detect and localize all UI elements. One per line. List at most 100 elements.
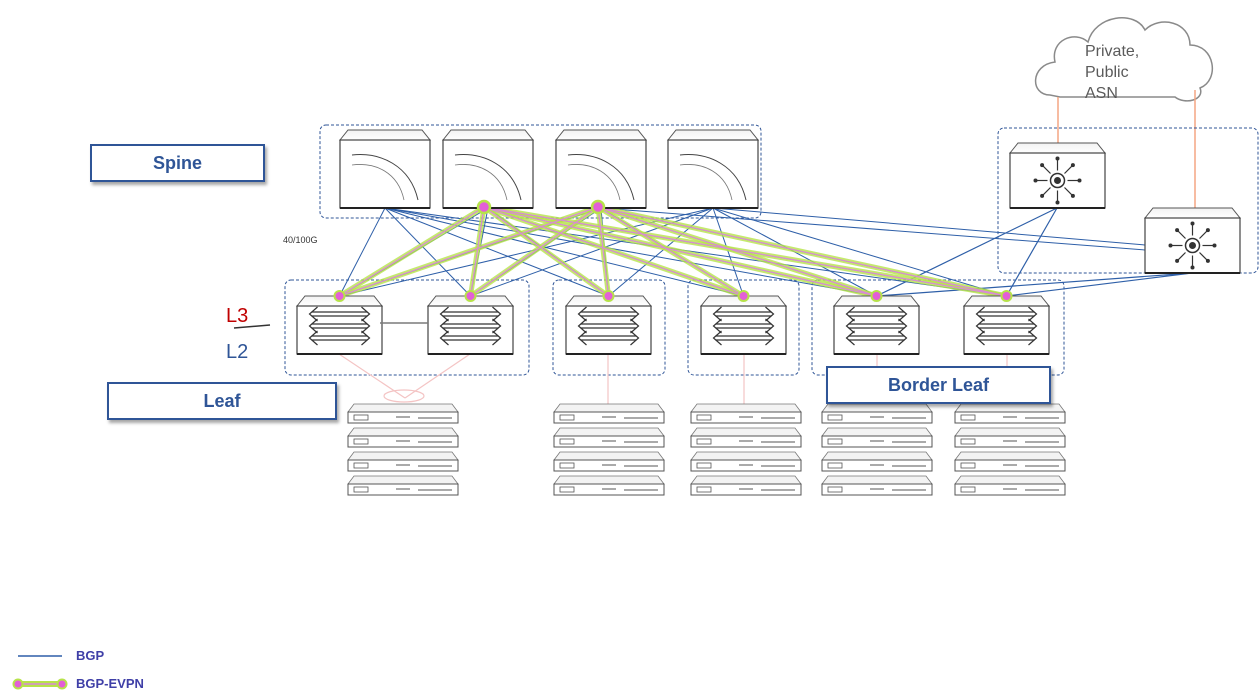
router-arrow-tip: [1190, 221, 1195, 226]
bgp-evpn-dot: [590, 199, 606, 215]
server-top: [690, 451, 802, 461]
server-top: [347, 451, 459, 461]
router-arrow-tip: [1070, 163, 1075, 168]
server-bay: [559, 486, 575, 493]
speed-label: 40/100G: [283, 235, 318, 245]
lag-ellipse: [383, 389, 425, 403]
arrow-head: [577, 318, 587, 334]
bgp-link: [1006, 272, 1193, 297]
server-top: [347, 475, 459, 485]
router-arrow-tip: [1055, 200, 1060, 205]
arrow-head: [630, 318, 640, 334]
box-body: [427, 305, 514, 355]
arrow-head: [845, 306, 855, 322]
box-body: [555, 139, 647, 209]
arrow-head: [712, 306, 722, 322]
box-body: [339, 139, 431, 209]
server-bay: [353, 486, 369, 493]
spine-arc: [454, 164, 508, 201]
router-core-dot: [1189, 242, 1196, 249]
box-body: [667, 139, 759, 209]
bgp-evpn-links: [337, 204, 1009, 299]
arrow-head: [898, 306, 908, 322]
bgp-link: [384, 207, 877, 297]
server-top: [690, 403, 802, 413]
bgp-link: [1005, 207, 1058, 297]
arrow-head: [308, 306, 318, 322]
bgp-evpn-link: [469, 206, 485, 297]
server-bay: [960, 462, 976, 469]
legend: [12, 655, 68, 690]
l3-label: L3: [226, 305, 248, 327]
bgp-evpn-dot: [333, 290, 346, 302]
server-bay: [696, 414, 712, 421]
bgp-evpn-link: [339, 206, 485, 297]
spine-arc: [454, 154, 522, 201]
spine-switch-icon: [666, 129, 760, 209]
router-core-dot: [1054, 177, 1061, 184]
spine-arc: [567, 154, 635, 201]
cloud-label-line-1: Private,: [1085, 43, 1139, 60]
arrow-head: [361, 306, 371, 322]
arrow-head: [308, 318, 318, 334]
server-top: [347, 403, 459, 413]
bgp-evpn-link: [597, 206, 877, 297]
box-top: [554, 129, 648, 141]
server-bay: [353, 462, 369, 469]
arrow-head: [765, 306, 775, 322]
router-arrow-tip: [1175, 258, 1180, 263]
leaf-switch-icon: [295, 295, 384, 355]
bgp-evpn-link: [470, 206, 599, 297]
router-arrow-tip: [1040, 193, 1045, 198]
server-bay: [559, 462, 575, 469]
bgp-evpn-endpoints: [333, 199, 1013, 302]
router-arrow-tip: [1205, 258, 1210, 263]
leaf-switch-icon: [426, 295, 515, 355]
box-top: [338, 129, 432, 141]
arrow-head: [439, 318, 449, 334]
external-links: [1057, 90, 1196, 208]
arrow-head: [712, 330, 722, 346]
cloud-label-line-2: Public: [1085, 64, 1129, 81]
router-icon: [1143, 207, 1242, 274]
arrow-head: [577, 330, 587, 346]
server-top: [553, 403, 665, 413]
router-arrow-tip: [1212, 243, 1217, 248]
server-top: [553, 427, 665, 437]
server-link: [338, 353, 406, 399]
server-bay: [960, 486, 976, 493]
bgp-evpn-link: [597, 206, 744, 297]
leaf-switch-icon: [699, 295, 788, 355]
arrow-head: [1028, 306, 1038, 322]
bgp-link: [712, 207, 1007, 297]
legend-bgp-evpn-label: BGP-EVPN: [76, 676, 144, 691]
bgp-evpn-dot: [476, 199, 492, 215]
bgp-link: [876, 272, 1193, 297]
arrow-head: [975, 330, 985, 346]
server-bay: [960, 414, 976, 421]
arrow-head: [765, 318, 775, 334]
server-bay: [827, 438, 843, 445]
server-top: [690, 427, 802, 437]
arrow-head: [898, 318, 908, 334]
arrow-head: [712, 318, 722, 334]
arrow-head: [361, 330, 371, 346]
bgp-link: [339, 207, 386, 297]
bgp-evpn-link: [483, 206, 1007, 297]
arrow-head: [361, 318, 371, 334]
legend-evpn-dot-right: [56, 678, 68, 690]
server-top: [821, 451, 933, 461]
arrow-head: [308, 330, 318, 346]
server-stack-icon: [954, 403, 1066, 496]
server-bay: [696, 462, 712, 469]
bgp-evpn-link: [597, 206, 1007, 297]
server-top: [954, 451, 1066, 461]
bgp-evpn-dot: [870, 290, 883, 302]
bgp-link: [384, 207, 744, 297]
router-arrow-tip: [1168, 243, 1173, 248]
leaf-switch-icon: [962, 295, 1051, 355]
border-leaf-label: Border Leaf: [887, 374, 990, 395]
arrow-head: [577, 306, 587, 322]
spine-arc: [351, 154, 419, 201]
